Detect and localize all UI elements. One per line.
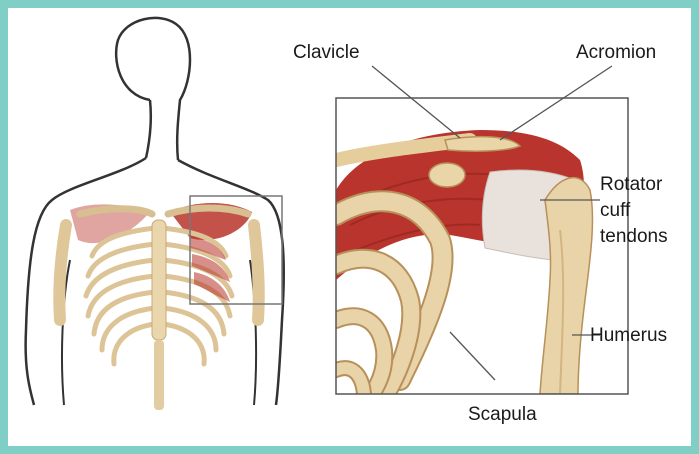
clavicle-label: Clavicle (293, 42, 360, 64)
sternum (152, 220, 166, 340)
zoomed-shoulder (336, 98, 628, 394)
spine (154, 340, 164, 410)
rotator-cuff-label-line1: Rotator (600, 174, 662, 196)
rotator-cuff-label-line3: tendons (600, 226, 668, 248)
humerus-label: Humerus (590, 325, 667, 347)
acromion-label: Acromion (576, 42, 656, 64)
scapula-label: Scapula (468, 404, 537, 426)
rotator-cuff-label-line2: cuff (600, 200, 630, 222)
right-humerus (254, 225, 259, 320)
left-humerus (59, 225, 66, 320)
head-outline (116, 18, 190, 160)
